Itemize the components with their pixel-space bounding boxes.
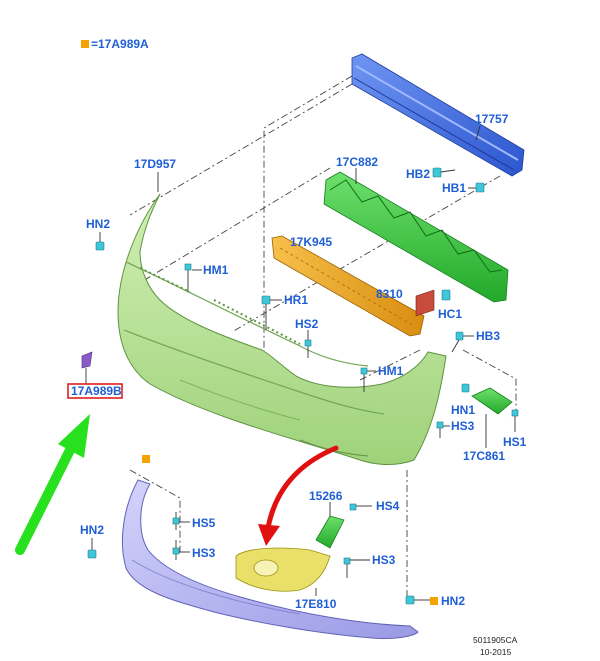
clip-icon (461, 383, 470, 393)
label-17c882: 17C882 (336, 155, 378, 169)
footer-code: 5011905CA (473, 635, 518, 645)
bolt-hb1 (468, 182, 485, 193)
screw-hr1 (261, 295, 282, 330)
part-8310 (415, 289, 435, 317)
energy-absorber-17k945 (271, 235, 425, 337)
label-hc1: HC1 (438, 307, 462, 321)
screw-hs5 (172, 512, 190, 530)
label-hs5: HS5 (192, 516, 216, 530)
label-17d957: 17D957 (134, 157, 176, 171)
label-17e810: 17E810 (295, 597, 337, 611)
label-hs3-left: HS3 (192, 546, 216, 560)
screw-icon (304, 339, 312, 347)
screw-hm1-top (184, 263, 202, 292)
label-hm1-mid: HM1 (378, 364, 404, 378)
label-15266: 15266 (309, 489, 343, 503)
label-hs4: HS4 (376, 499, 400, 513)
label-hn2-bottom: HN2 (441, 594, 465, 608)
marker-hn2-bottom (430, 597, 438, 605)
footer-date: 10-2015 (480, 647, 511, 657)
screw-icon (349, 503, 357, 511)
green-arrow (15, 414, 90, 555)
clip-hn2-left (87, 538, 97, 559)
label-hn1: HN1 (451, 403, 475, 417)
screw-icon (436, 421, 444, 429)
label-hs3-right: HS3 (451, 419, 475, 433)
bolt-hb2 (432, 167, 456, 178)
label-hb3: HB3 (476, 329, 500, 343)
clip-icon (441, 289, 451, 301)
screw-icon (343, 557, 351, 565)
label-hs2: HS2 (295, 317, 319, 331)
bracket-17c861 (471, 387, 513, 415)
push-pin-icon (405, 595, 415, 605)
label-hn2-left: HN2 (80, 523, 104, 537)
label-hb2: HB2 (406, 167, 430, 181)
label-hn2-top: HN2 (86, 217, 110, 231)
bracket-17e810 (235, 547, 331, 592)
bumper-cover-17d957 (117, 193, 447, 465)
clip-hn2-top (95, 232, 105, 251)
energy-absorber-17c882 (323, 171, 509, 303)
lower-skirt (121, 479, 419, 639)
screw-hs3-lower (343, 557, 370, 578)
bracket-15266 (315, 515, 345, 549)
screw-hs1 (511, 409, 519, 432)
label-hm1-top: HM1 (203, 263, 229, 277)
label-hr1: HR1 (284, 293, 308, 307)
clip-hn1 (461, 383, 470, 393)
part-17a989b (81, 351, 93, 369)
highlight-box (67, 383, 123, 399)
clip-hn2-bottom (405, 595, 430, 605)
push-pin-icon (95, 241, 105, 251)
legend-marker (81, 40, 89, 48)
clip-hc1 (441, 289, 451, 301)
legend-text: =17A989A (91, 37, 149, 51)
label-17757: 17757 (475, 112, 509, 126)
screw-icon (184, 263, 192, 271)
label-17k945: 17K945 (290, 235, 332, 249)
screw-icon (172, 517, 180, 525)
screw-hs3-right (436, 421, 450, 438)
label-hs3-lower: HS3 (372, 553, 396, 567)
push-pin-icon (87, 549, 97, 559)
nut-icon (455, 331, 464, 341)
nut-icon (475, 182, 485, 193)
bumper-reinforcement-17757 (351, 53, 525, 177)
label-17a989b: 17A989B (71, 384, 122, 398)
screw-hs3-left (172, 540, 190, 560)
label-hs1: HS1 (503, 435, 527, 449)
label-hb1: HB1 (442, 181, 466, 195)
nut-icon (432, 167, 442, 178)
screw-hs2 (304, 330, 312, 358)
screw-icon (172, 547, 180, 555)
screw-icon (360, 367, 368, 375)
label-17c861: 17C861 (463, 449, 505, 463)
label-8310: 8310 (376, 287, 403, 301)
bolt-hb3 (451, 331, 474, 353)
red-arrow (258, 445, 339, 546)
screw-icon (261, 295, 271, 305)
assembly-guide-lines (127, 75, 517, 600)
screw-hm1-mid (360, 367, 376, 392)
screw-icon (511, 409, 519, 417)
screw-hs4 (349, 503, 372, 511)
marker-skirt (142, 455, 150, 463)
